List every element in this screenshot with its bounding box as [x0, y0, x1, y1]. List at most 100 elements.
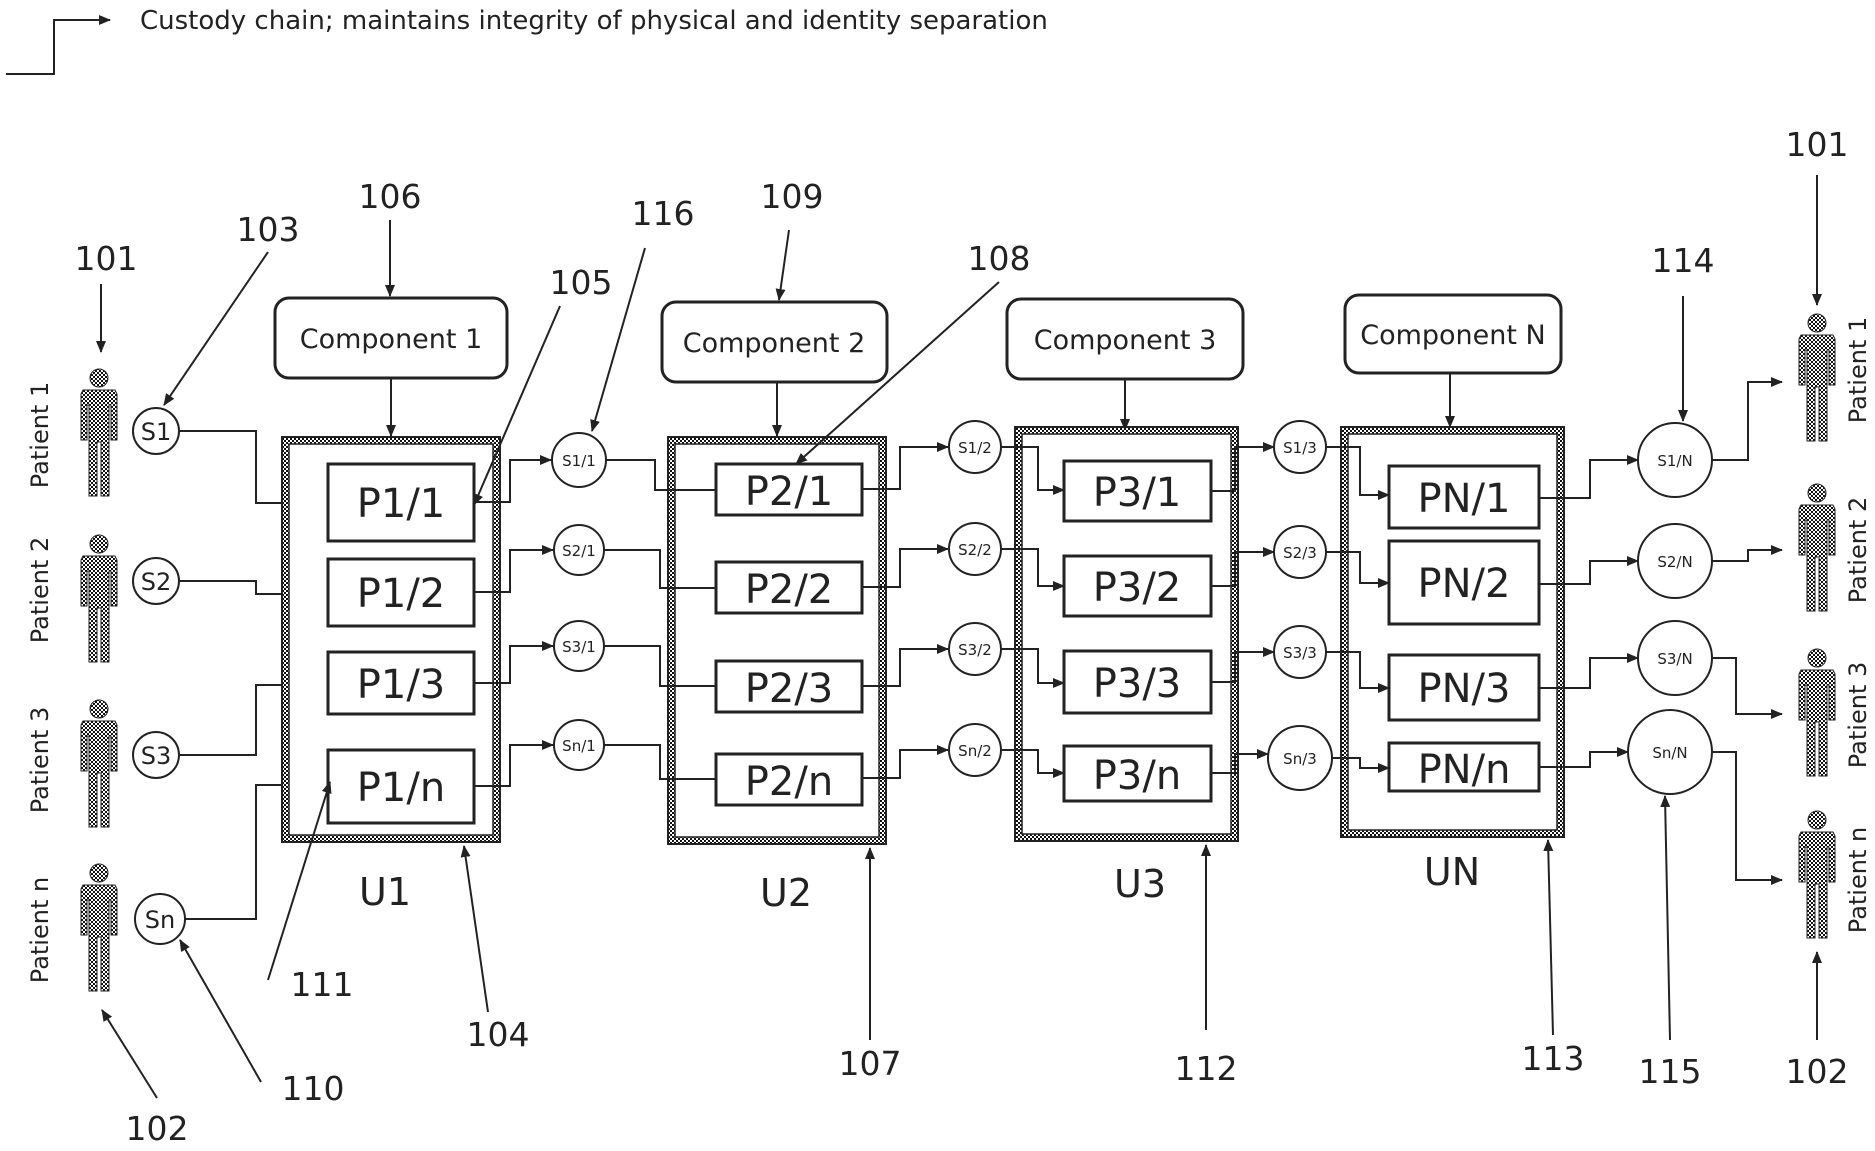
- sample-s2-n-label: S2/N: [1657, 553, 1692, 571]
- unit-u1-label: U1: [359, 870, 411, 914]
- sample-sn-2-label: Sn/2: [958, 742, 992, 760]
- sample-sn-n-label: Sn/N: [1652, 744, 1687, 762]
- ref-114: 114: [1652, 241, 1715, 280]
- sample-s3-1: S3/1: [554, 621, 604, 671]
- part-pn-1-label: PN/1: [1418, 476, 1511, 522]
- unit-u2-label: U2: [760, 871, 812, 915]
- person-icon: [1799, 649, 1835, 776]
- components: Component 1 Component 2 Component 3 Comp…: [275, 295, 1561, 436]
- ref-108: 108: [968, 239, 1031, 278]
- right-patient-1: Patient 1: [1799, 314, 1872, 441]
- left-patient-n: Patient n: [26, 864, 117, 991]
- sample-s2-3: S2/3: [1274, 526, 1326, 578]
- part-p3-n-label: P3/n: [1093, 753, 1181, 799]
- part-p1-3-label: P1/3: [357, 662, 446, 708]
- sample-sn-2: Sn/2: [949, 724, 1001, 776]
- sample-sn-3-label: Sn/3: [1283, 750, 1317, 768]
- sample-s3-1-label: S3/1: [562, 638, 596, 656]
- ref-105: 105: [550, 263, 613, 302]
- sample-s3-3-label: S3/3: [1283, 644, 1317, 662]
- left-patient-1: Patient 1: [26, 369, 117, 496]
- right-patient-2: Patient 2: [1799, 484, 1872, 611]
- part-pn-3-label: PN/3: [1418, 666, 1511, 712]
- part-p3-2-label: P3/2: [1093, 565, 1182, 611]
- ref-112: 112: [1175, 1049, 1238, 1088]
- sample-s3-2-label: S3/2: [958, 641, 992, 659]
- sample-s2-1-label: S2/1: [562, 542, 596, 560]
- sample-sn-label: Sn: [145, 906, 175, 934]
- sample-s1-n: S1/N: [1638, 423, 1712, 497]
- person-icon: [81, 369, 117, 496]
- right-patient-n-label: Patient n: [1844, 827, 1872, 933]
- part-pn-3: PN/3: [1389, 655, 1539, 720]
- person-icon: [81, 864, 117, 991]
- part-p2-1-label: P2/1: [745, 469, 834, 515]
- start-samples: S1 S2 S3 Sn: [133, 408, 185, 944]
- sample-s2-2-label: S2/2: [958, 541, 992, 559]
- left-patient-3: Patient 3: [26, 700, 117, 827]
- component-n: Component N: [1345, 295, 1561, 427]
- sample-s3-label: S3: [141, 742, 172, 770]
- sample-s2-label: S2: [141, 568, 172, 596]
- part-p2-n: P2/n: [716, 754, 862, 805]
- sample-s2-1: S2/1: [554, 525, 604, 575]
- legend-arrow-icon: [6, 20, 110, 74]
- part-p1-1: P1/1: [328, 464, 474, 541]
- sample-sn-3: Sn/3: [1268, 726, 1332, 790]
- ref-102-left: 102: [126, 1109, 189, 1148]
- part-p1-2: P1/2: [328, 559, 474, 626]
- sample-s1-3-label: S1/3: [1283, 439, 1317, 457]
- ref-110: 110: [282, 1069, 345, 1108]
- right-patient-3-label: Patient 3: [1844, 662, 1872, 768]
- right-patient-3: Patient 3: [1799, 649, 1872, 776]
- sample-s2-3-label: S2/3: [1283, 544, 1317, 562]
- part-p2-2-label: P2/2: [745, 567, 834, 613]
- sample-s3-n-label: S3/N: [1657, 650, 1692, 668]
- sample-s1-1-label: S1/1: [562, 452, 596, 470]
- ref-101-left: 101: [75, 239, 138, 278]
- part-pn-2-label: PN/2: [1418, 561, 1511, 607]
- part-p3-3: P3/3: [1064, 651, 1211, 713]
- part-p2-1: P2/1: [716, 464, 862, 515]
- ref-115: 115: [1639, 1052, 1702, 1091]
- sample-s3-3: S3/3: [1274, 626, 1326, 678]
- part-p2-n-label: P2/n: [745, 759, 833, 805]
- part-p3-3-label: P3/3: [1093, 661, 1182, 707]
- left-patient-1-label: Patient 1: [26, 382, 54, 488]
- sample-s3-n: S3/N: [1638, 621, 1712, 695]
- part-p1-n: P1/n: [328, 750, 474, 823]
- part-p1-n-label: P1/n: [357, 765, 445, 811]
- sample-s1-3: S1/3: [1274, 421, 1326, 473]
- ref-111: 111: [291, 965, 354, 1004]
- person-icon: [1799, 314, 1835, 441]
- component-n-label: Component N: [1360, 320, 1546, 351]
- part-p3-2: P3/2: [1064, 556, 1211, 616]
- sample-s3: S3: [133, 732, 179, 778]
- part-p3-1: P3/1: [1064, 461, 1211, 521]
- sample-sn: Sn: [135, 894, 185, 944]
- legend: Custody chain; maintains integrity of ph…: [6, 6, 1048, 74]
- part-pn-1: PN/1: [1389, 466, 1539, 528]
- person-icon: [1799, 811, 1835, 938]
- right-patients: Patient 1 Patient 2 Patient 3 Patient n: [1799, 314, 1872, 938]
- right-patient-2-label: Patient 2: [1844, 497, 1872, 603]
- legend-text: Custody chain; maintains integrity of ph…: [140, 6, 1048, 36]
- part-p2-3-label: P2/3: [745, 666, 834, 712]
- component-1: Component 1: [275, 298, 507, 436]
- unit-u3-label: U3: [1114, 862, 1166, 906]
- ref-116: 116: [632, 194, 695, 233]
- units: P1/1 P1/2 P1/3 P1/n U1 P2/1 P2/2 P2/3 P2…: [282, 427, 1564, 915]
- sample-s1: S1: [133, 408, 179, 454]
- person-icon: [1799, 484, 1835, 611]
- right-patient-n: Patient n: [1799, 811, 1872, 938]
- unit-un: PN/1 PN/2 PN/3 PN/n UN: [1341, 427, 1564, 894]
- part-p2-2: P2/2: [716, 562, 862, 613]
- sample-sn-1-label: Sn/1: [562, 737, 596, 755]
- left-patient-2: Patient 2: [26, 535, 117, 662]
- person-icon: [81, 535, 117, 662]
- person-icon: [81, 700, 117, 827]
- part-pn-n: PN/n: [1389, 743, 1539, 793]
- part-p1-2-label: P1/2: [357, 571, 446, 617]
- sample-s1-2: S1/2: [949, 421, 1001, 473]
